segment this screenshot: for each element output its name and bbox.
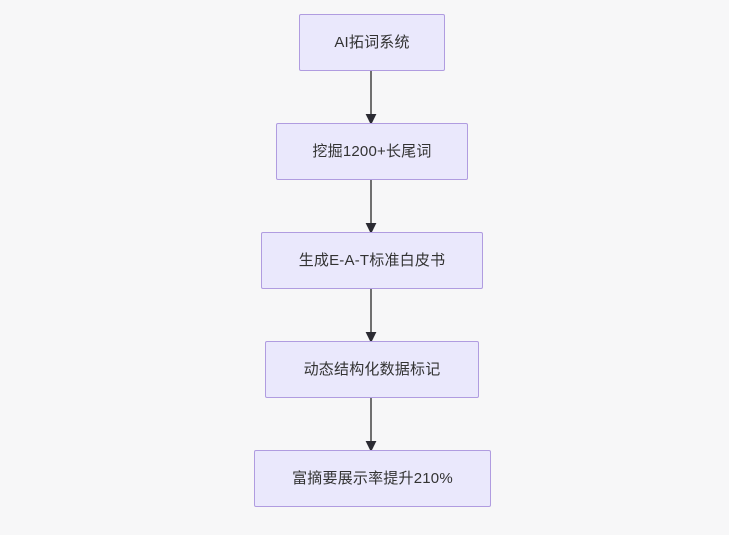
node-label: AI拓词系统 <box>334 33 410 51</box>
edge-n1-n2 <box>365 69 377 125</box>
node-label: 生成E-A-T标准白皮书 <box>298 251 446 269</box>
flowchart-node-rich-snippet-rate-increase[interactable]: 富摘要展示率提升210% <box>254 450 491 507</box>
arrowhead-icon <box>365 332 377 343</box>
node-label: 富摘要展示率提升210% <box>292 469 453 487</box>
arrowhead-icon <box>365 223 377 234</box>
edge-n3-n4 <box>365 287 377 343</box>
edge-n4-n5 <box>365 396 377 452</box>
edge-n2-n3 <box>365 178 377 234</box>
arrowhead-icon <box>365 441 377 452</box>
arrowhead-icon <box>365 114 377 125</box>
flowchart-node-ai-keyword-system[interactable]: AI拓词系统 <box>299 14 445 71</box>
flowchart-node-mine-longtail-keywords[interactable]: 挖掘1200+长尾词 <box>276 123 468 180</box>
flowchart-node-generate-eat-whitepaper[interactable]: 生成E-A-T标准白皮书 <box>261 232 483 289</box>
node-label: 动态结构化数据标记 <box>303 360 441 378</box>
flowchart-node-dynamic-structured-data-markup[interactable]: 动态结构化数据标记 <box>265 341 479 398</box>
node-label: 挖掘1200+长尾词 <box>312 142 432 160</box>
